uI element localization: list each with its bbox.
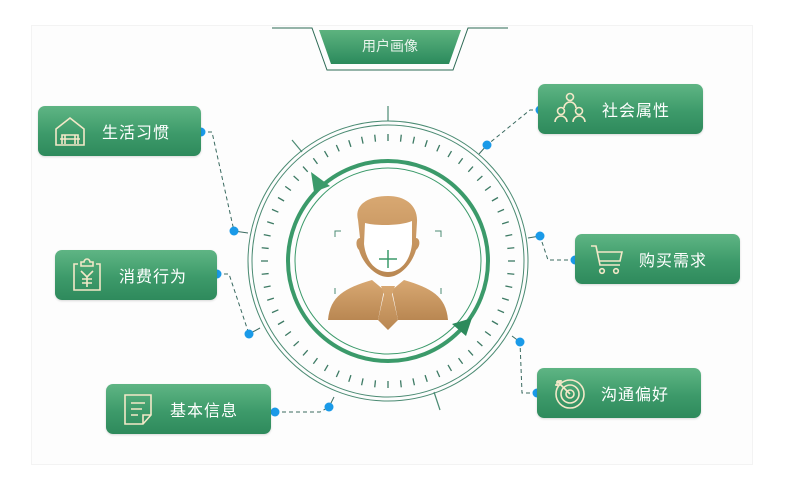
document-icon <box>124 394 152 425</box>
house-sofa-icon <box>55 116 85 146</box>
node-label: 基本信息 <box>170 401 239 420</box>
title-label: 用户画像 <box>362 39 418 55</box>
node-label: 消费行为 <box>119 267 188 286</box>
node-social[interactable]: 社会属性 <box>538 84 703 134</box>
clipboard-yen-icon <box>73 258 101 291</box>
target-dart-icon <box>555 379 585 409</box>
businessman-avatar-icon <box>328 196 448 330</box>
title-tab-frame <box>272 27 508 71</box>
node-purchase[interactable]: 购买需求 <box>575 234 740 284</box>
node-label: 购买需求 <box>639 251 708 270</box>
shopping-cart-icon <box>591 245 623 275</box>
node-lifestyle[interactable]: 生活习惯 <box>38 106 201 156</box>
people-hierarchy-icon <box>554 92 586 123</box>
node-basic-info[interactable]: 基本信息 <box>106 384 271 434</box>
node-label: 社会属性 <box>602 101 671 120</box>
node-label: 沟通偏好 <box>601 385 670 404</box>
node-communication[interactable]: 沟通偏好 <box>537 368 701 418</box>
title-tab: 用户画像 <box>272 26 508 72</box>
node-consumption[interactable]: 消费行为 <box>55 250 217 300</box>
node-label: 生活习惯 <box>102 123 171 142</box>
